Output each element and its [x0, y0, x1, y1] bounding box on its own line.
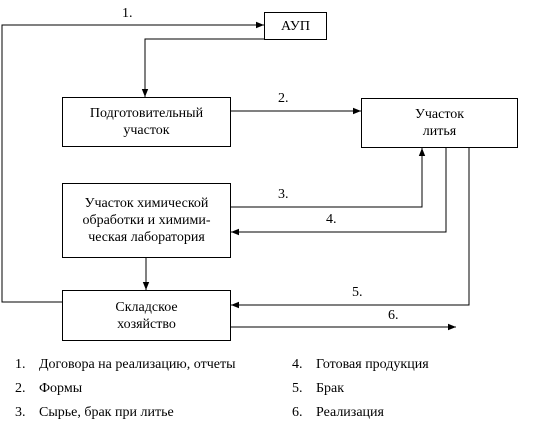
legend-text-4: Готовая продукция: [316, 357, 429, 372]
chemical-label-line3: ческая лаборатория: [88, 230, 205, 245]
legend-num-2: 2.: [15, 381, 26, 396]
casting-section-box: Участок литья: [361, 98, 518, 148]
arrow-5-label: 5.: [352, 285, 363, 300]
preparatory-section-box: Подготовительный участок: [62, 97, 231, 147]
legend-text-1: Договора на реализацию, отчеты: [39, 357, 236, 372]
legend-num-6: 6.: [292, 405, 303, 420]
warehouse-box: Складское хозяйство: [62, 290, 231, 341]
legend-num-1: 1.: [15, 357, 26, 372]
aup-box: АУП: [264, 12, 327, 40]
legend-text-6: Реализация: [316, 405, 384, 420]
legend-text-5: Брак: [316, 381, 345, 396]
casting-label-line1: Участок: [414, 107, 465, 122]
legend-item-2: 2. Формы: [15, 381, 82, 397]
arrow-5-line: [231, 148, 470, 309]
chemical-label-line2: обработки и химими-: [82, 213, 211, 228]
legend-num-5: 5.: [292, 381, 303, 396]
legend-num-4: 4.: [292, 357, 303, 372]
legend-item-1: 1. Договора на реализацию, отчеты: [15, 357, 235, 373]
arrow-aup-to-prep-line: [141, 38, 293, 97]
legend-item-3: 3. Сырье, брак при литье: [15, 405, 174, 421]
warehouse-label-line1: Складское: [115, 299, 178, 315]
legend-item-6: 6. Реализация: [292, 405, 384, 421]
casting-label-line2: литья: [422, 124, 457, 139]
legend-num-3: 3.: [15, 405, 26, 420]
legend-item-5: 5. Брак: [292, 381, 344, 397]
legend-text-3: Сырье, брак при литье: [39, 405, 174, 420]
arrow-3-line: [231, 148, 426, 208]
legend-text-2: Формы: [39, 381, 83, 396]
warehouse-label-line2: хозяйство: [117, 316, 176, 332]
arrow-4-line: [231, 148, 447, 236]
legend-item-4: 4. Готовая продукция: [292, 357, 429, 373]
arrow-4-label: 4.: [326, 212, 337, 227]
arrow-6-label: 6.: [388, 308, 399, 323]
preparatory-label-line1: Подготовительный: [89, 106, 204, 121]
arrow-2-label: 2.: [278, 91, 289, 106]
arrow-1-label: 1.: [122, 6, 133, 21]
aup-label: АУП: [281, 18, 310, 34]
chemical-label-line1: Участок химической: [84, 196, 209, 211]
preparatory-label-line2: участок: [123, 123, 170, 138]
arrow-1-line: [1, 21, 264, 303]
chemical-section-box: Участок химической обработки и химими- ч…: [62, 183, 231, 258]
arrow-3-label: 3.: [278, 187, 289, 202]
